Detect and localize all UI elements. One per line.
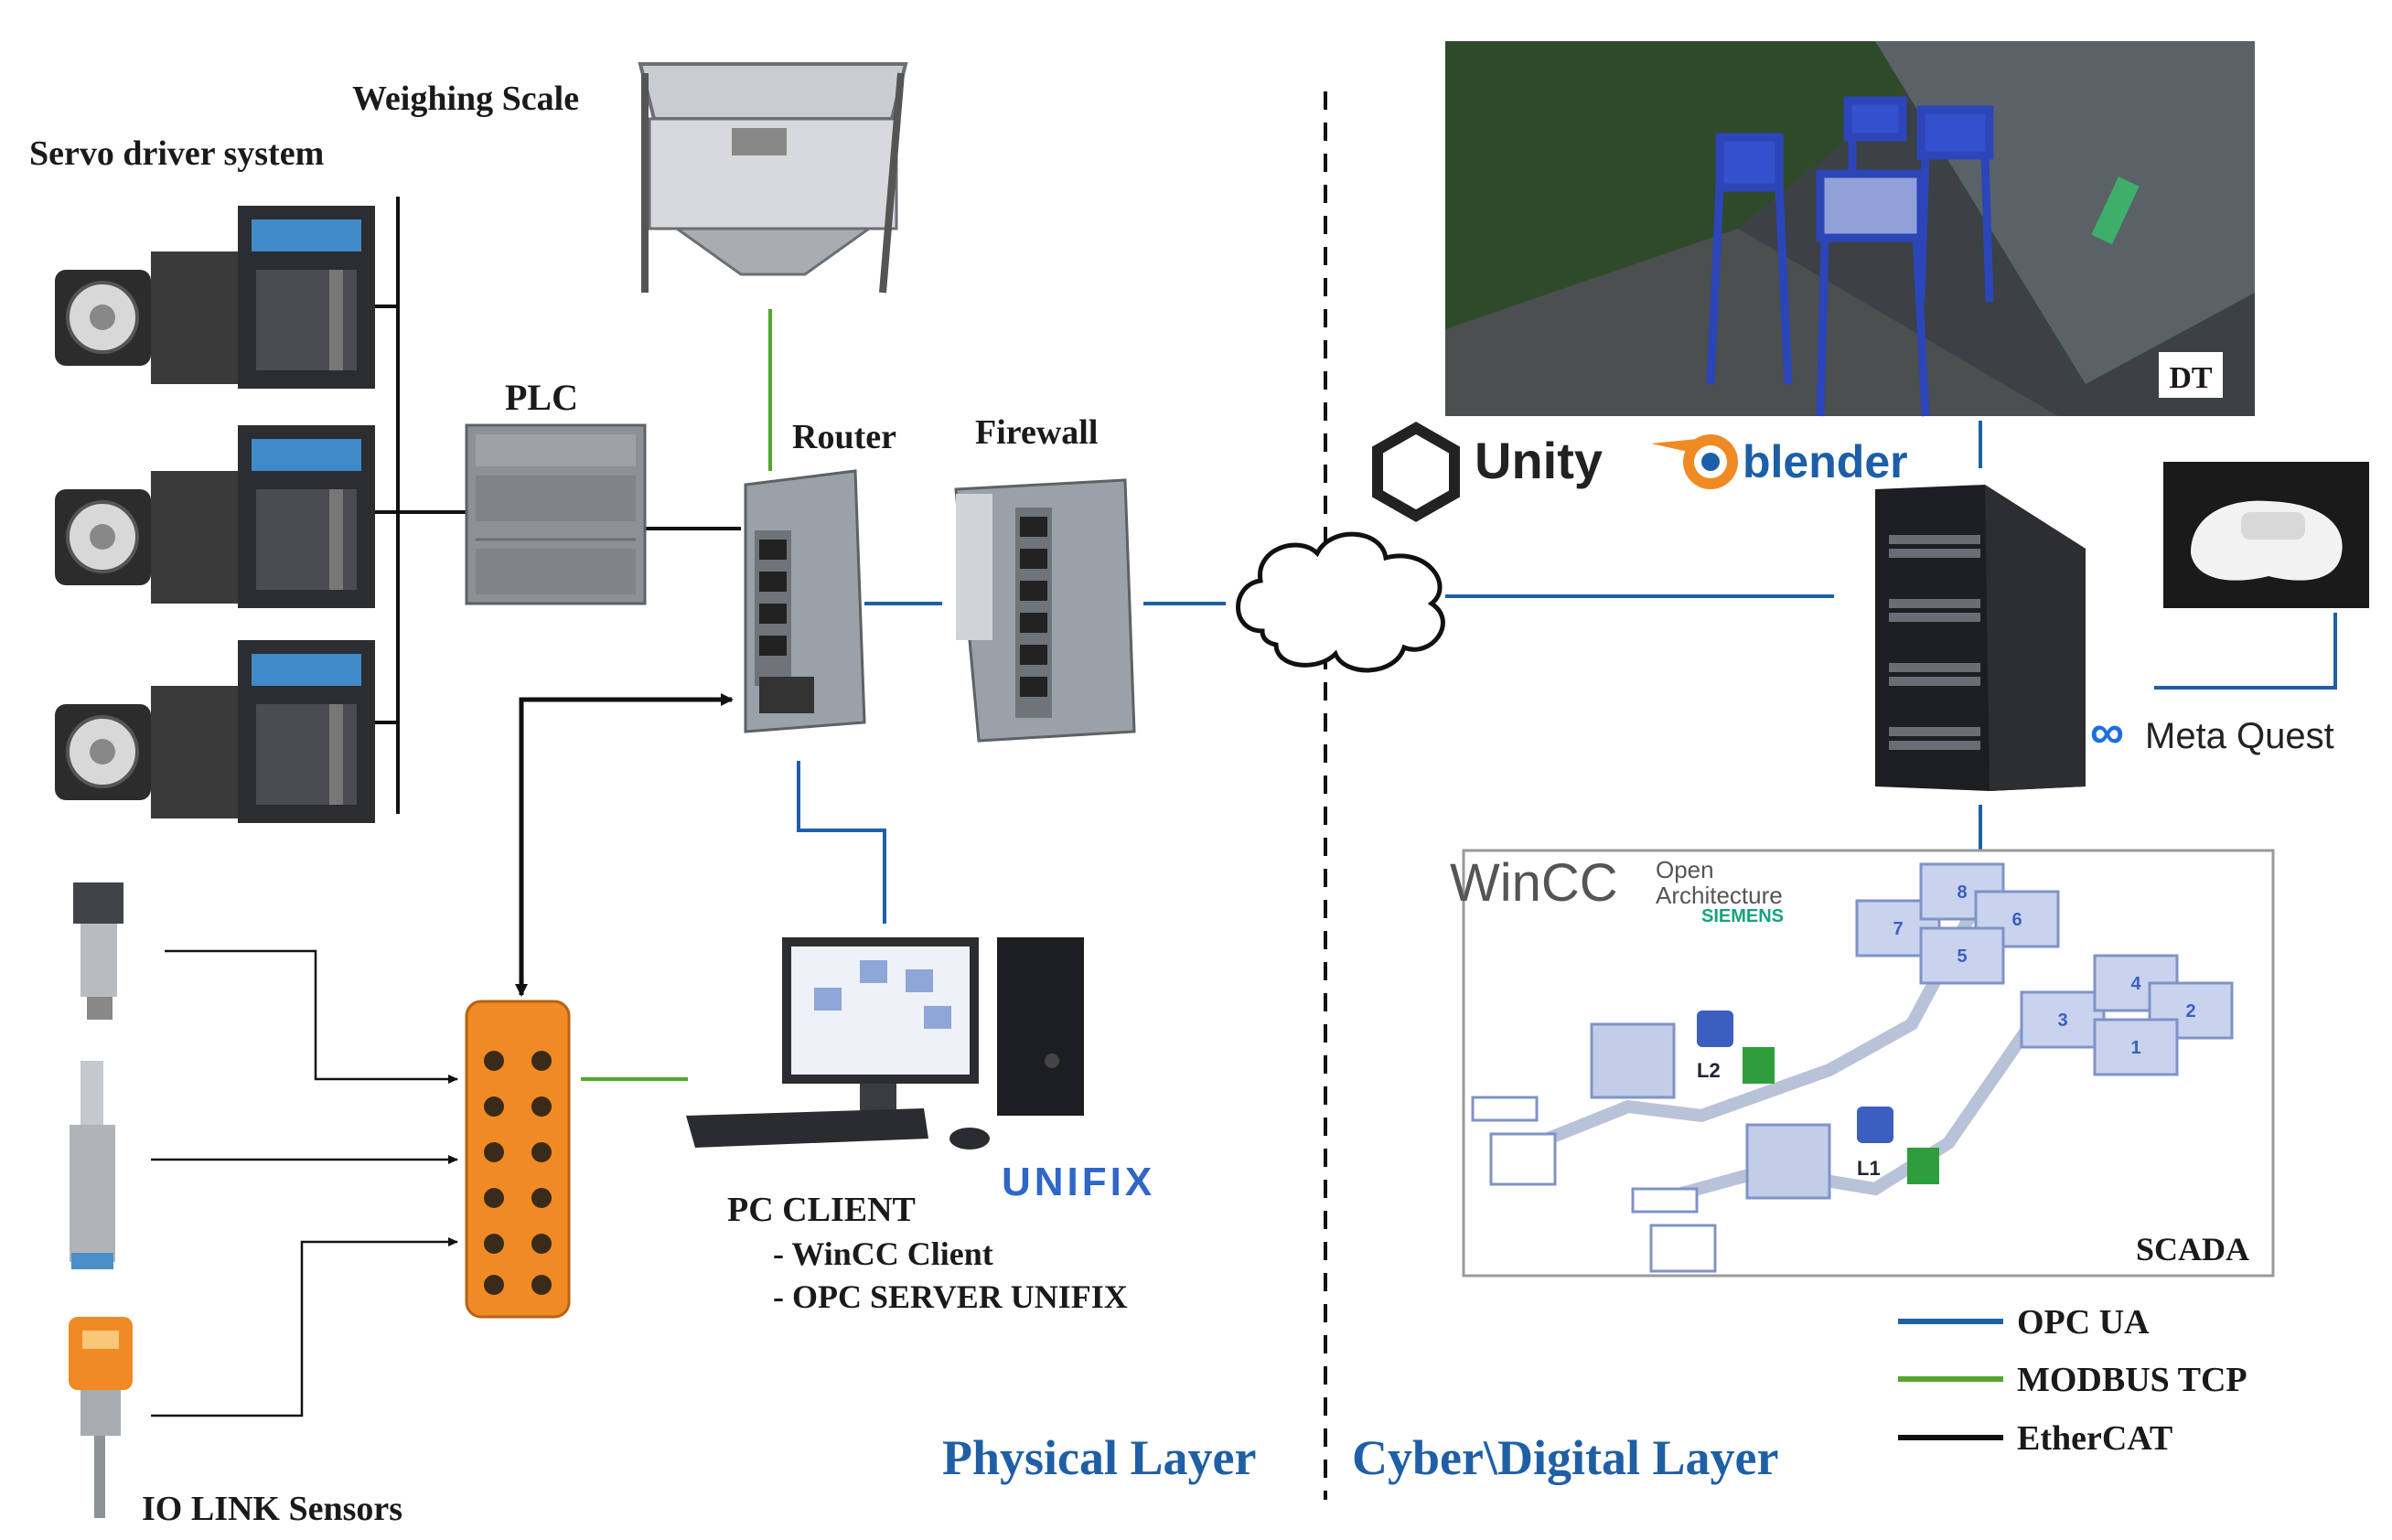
scada-l1-label: L1 <box>1857 1157 1881 1180</box>
scada-tank-grid <box>1855 862 2234 1076</box>
meta-quest-text: Meta Quest <box>2145 716 2334 756</box>
wincc-main-text: WinCC <box>1450 853 1618 913</box>
scada-tank-label: 6 <box>2011 910 2022 930</box>
servo-drive-2 <box>55 425 375 608</box>
unity-icon <box>1372 422 1460 522</box>
opcua-links <box>797 421 2337 924</box>
pc-client-item-2: - OPC SERVER UNIFIX <box>773 1278 1128 1315</box>
unifix-logo: UNIFIX <box>1002 1160 1155 1204</box>
pc-client-workstation <box>686 937 1084 1150</box>
blender-logo: blender <box>1651 434 1908 489</box>
level-sensor <box>70 1061 115 1269</box>
plc-device <box>465 423 647 605</box>
servo-drive-1 <box>55 206 375 389</box>
scada-tank-label: 5 <box>1957 946 1967 967</box>
io-link-sensors-label: IO LINK Sensors <box>142 1490 402 1528</box>
flow-sensor <box>69 1317 133 1518</box>
pressure-sensor <box>73 882 123 1020</box>
scada-tank-label: 2 <box>2185 1001 2195 1021</box>
plc-label: PLC <box>505 377 578 418</box>
digital-twin-view: DT <box>1445 41 2255 417</box>
legend: OPC UA MODBUS TCP EtherCAT <box>1898 1303 2247 1458</box>
legend-label-opc-ua: OPC UA <box>2017 1303 2150 1342</box>
legend-label-ethercat: EtherCAT <box>2017 1419 2172 1458</box>
servo-driver-label: Servo driver system <box>29 134 324 173</box>
wincc-open-text: Open <box>1656 856 1714 883</box>
cyber-digital-layer-label: Cyber\Digital Layer <box>1352 1430 1778 1485</box>
network-cloud <box>1236 531 1445 673</box>
scada-tank-label: 3 <box>2057 1011 2067 1031</box>
scada-panel: WinCC Open Architecture SIEMENS 7 8 6 5 … <box>1450 849 2275 1278</box>
pc-client-item-1: - WinCC Client <box>773 1235 993 1272</box>
firewall-label: Firewall <box>975 413 1098 452</box>
pc-client-label: PC CLIENT <box>727 1191 916 1229</box>
scada-tank-label: 7 <box>1893 919 1903 939</box>
weighing-scale-device <box>638 62 908 294</box>
unity-text: Unity <box>1475 432 1603 489</box>
scada-tank-label: 8 <box>1957 882 1967 903</box>
servo-drive-3 <box>55 640 375 823</box>
scada-label: SCADA <box>2136 1231 2249 1267</box>
wincc-arch-text: Architecture <box>1656 882 1783 909</box>
scada-line-l2: L2 <box>1590 1011 1775 1099</box>
ethercat-router-io-link <box>515 693 734 997</box>
legend-label-modbus-tcp: MODBUS TCP <box>2017 1361 2247 1399</box>
scada-line-l1: L1 <box>1745 1107 1939 1200</box>
dt-label: DT <box>2169 361 2213 395</box>
router-label: Router <box>792 418 896 456</box>
blender-text: blender <box>1743 436 1908 487</box>
router-device <box>744 469 866 733</box>
siemens-text: SIEMENS <box>1701 906 1784 926</box>
scada-l2-label: L2 <box>1697 1059 1721 1082</box>
wincc-logo: WinCC Open Architecture SIEMENS <box>1450 853 1784 926</box>
firewall-device <box>954 478 1136 743</box>
scada-tank-label: 1 <box>2130 1038 2140 1058</box>
sensor-links <box>151 949 458 1417</box>
unifix-logo-text: UNIFIX <box>1002 1160 1155 1204</box>
io-link-module <box>465 1000 571 1319</box>
weighing-scale-label: Weighing Scale <box>352 80 579 118</box>
scada-tank-label: 4 <box>2130 974 2141 994</box>
vr-headset-image <box>2163 462 2369 608</box>
meta-infinity-icon: ∞ <box>2090 706 2124 759</box>
server-tower <box>1875 485 2086 791</box>
modbus-links <box>581 309 772 1081</box>
blender-icon <box>1651 434 1738 489</box>
meta-quest-logo: ∞ Meta Quest <box>2090 706 2334 759</box>
unity-logo: Unity <box>1372 422 1603 522</box>
physical-layer-label: Physical Layer <box>942 1430 1256 1485</box>
